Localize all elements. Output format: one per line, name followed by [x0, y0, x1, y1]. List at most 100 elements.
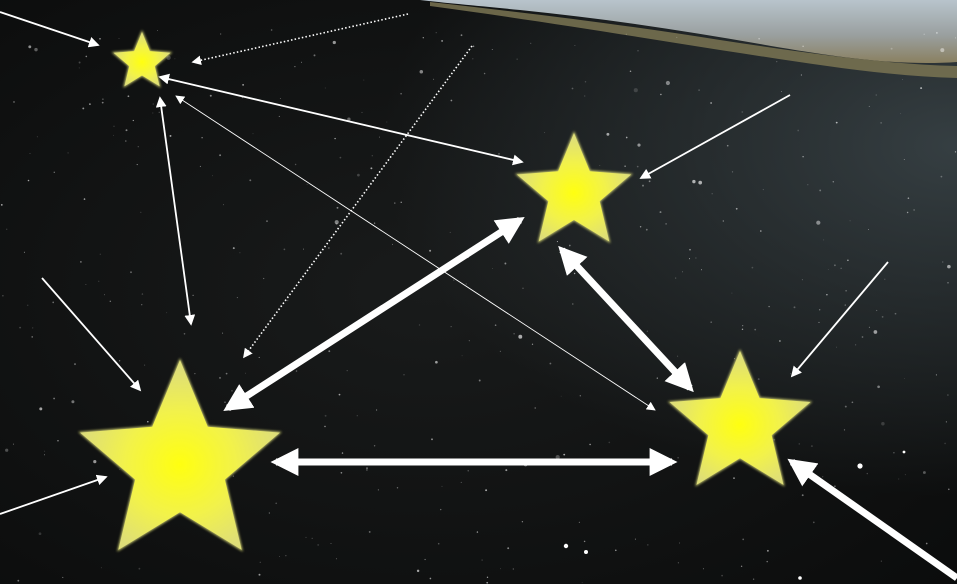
background-star-dot	[295, 164, 296, 165]
background-star-dot	[331, 543, 332, 544]
background-star-dot	[797, 130, 799, 132]
background-star-dot	[194, 373, 195, 374]
background-star-dot	[296, 370, 298, 372]
background-star-dot	[768, 306, 769, 307]
background-star-dot	[847, 259, 849, 261]
background-star-dot	[646, 229, 648, 231]
background-star-dot	[71, 400, 74, 403]
background-star-dot	[284, 249, 286, 251]
background-star-dot	[147, 421, 149, 423]
background-star-dot	[461, 482, 462, 483]
background-star-dot	[727, 145, 729, 147]
background-star-dot	[758, 38, 759, 39]
background-star-dot	[138, 146, 139, 147]
background-star-dot	[675, 278, 676, 279]
background-star-dot	[869, 327, 870, 328]
background-star-dot	[818, 322, 819, 323]
background-star-dot	[742, 329, 743, 330]
background-star-dot	[34, 48, 37, 51]
background-star-dot	[666, 81, 670, 85]
background-star-dot	[482, 560, 483, 561]
background-star-dot	[936, 32, 938, 34]
background-star-dot	[473, 45, 475, 47]
background-star-dot	[440, 509, 441, 510]
background-star-dot	[836, 347, 837, 348]
background-star-dot	[438, 543, 440, 545]
background-star-dot	[423, 37, 424, 38]
background-star-dot	[79, 67, 80, 68]
background-star-dot	[701, 269, 702, 270]
background-star-dot	[431, 438, 433, 440]
background-star-dot	[807, 184, 808, 185]
background-star-dot	[44, 454, 45, 455]
background-star-dot	[98, 281, 99, 282]
background-star-dot	[637, 50, 638, 51]
background-star-dot	[340, 253, 342, 255]
background-star-dot	[530, 43, 531, 44]
background-star-dot	[905, 474, 906, 475]
background-star-dot	[585, 81, 587, 83]
background-star-dot	[450, 232, 451, 233]
background-star-dot	[89, 103, 91, 105]
background-star-dot	[779, 340, 781, 342]
bright-background-star	[798, 576, 802, 580]
background-star-dot	[341, 472, 343, 474]
background-star-dot	[845, 406, 847, 408]
background-star-dot	[862, 336, 864, 338]
background-star-dot	[734, 358, 735, 359]
background-star-dot	[469, 340, 470, 341]
background-star-dot	[677, 457, 679, 459]
background-star-dot	[424, 559, 425, 560]
background-star-dot	[492, 49, 493, 50]
background-star-dot	[557, 241, 558, 242]
background-star-dot	[492, 268, 493, 269]
background-star-dot	[486, 582, 488, 584]
background-star-dot	[955, 37, 956, 38]
background-star-dot	[152, 112, 153, 113]
background-star-dot	[799, 443, 801, 445]
background-star-dot	[337, 207, 339, 209]
background-star-dot	[876, 94, 878, 96]
background-star-dot	[101, 567, 102, 568]
background-star-dot	[898, 478, 899, 479]
background-star-dot	[907, 212, 908, 213]
background-star-dot	[233, 475, 234, 476]
background-star-dot	[144, 365, 145, 366]
background-star-dot	[32, 327, 33, 328]
background-star-dot	[468, 470, 469, 471]
background-star-dot	[100, 254, 101, 255]
background-star-dot	[923, 34, 924, 35]
background-star-dot	[836, 122, 838, 124]
background-star-dot	[312, 538, 313, 539]
background-star-dot	[881, 561, 882, 562]
background-star-dot	[334, 138, 335, 139]
background-star-dot	[640, 226, 641, 227]
background-star-dot	[813, 522, 815, 524]
background-star-dot	[826, 294, 827, 295]
background-star-dot	[253, 133, 254, 134]
background-star-dot	[900, 113, 901, 114]
background-star-dot	[249, 179, 251, 181]
background-star-dot	[630, 70, 632, 72]
background-star-dot	[513, 568, 514, 569]
background-star-dot	[336, 558, 337, 559]
background-star-dot	[733, 477, 735, 479]
background-star-dot	[28, 45, 31, 48]
background-star-dot	[379, 137, 380, 138]
background-star-dot	[37, 136, 38, 137]
background-star-dot	[513, 333, 514, 334]
background-star-dot	[679, 543, 680, 544]
background-star-dot	[637, 144, 640, 147]
background-star-dot	[324, 426, 325, 427]
background-star-dot	[30, 153, 31, 154]
background-star-dot	[294, 66, 295, 67]
background-star-dot	[665, 223, 667, 225]
background-star-dot	[314, 54, 316, 56]
background-star-dot	[608, 442, 610, 444]
background-star-dot	[170, 135, 172, 137]
background-star-dot	[880, 122, 881, 123]
background-star-dot	[895, 313, 897, 315]
background-star-dot	[85, 284, 86, 285]
background-star-dot	[340, 157, 342, 159]
background-star-dot	[472, 58, 473, 59]
